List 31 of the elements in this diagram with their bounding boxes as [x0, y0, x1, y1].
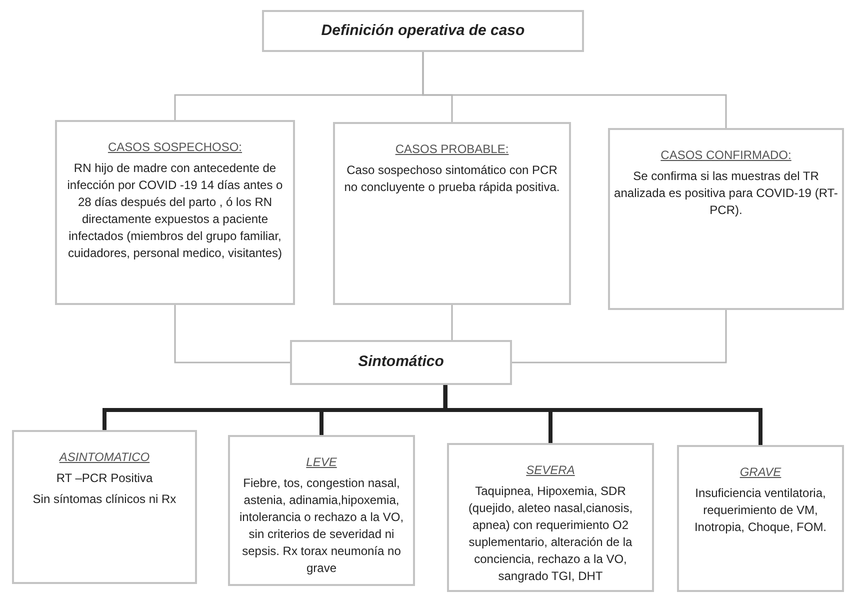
connector-line — [451, 305, 453, 340]
category-box — [12, 430, 197, 584]
category-title: GRAVE — [740, 464, 782, 481]
category-box — [228, 435, 415, 586]
heading-text: Definición operativa de caso — [321, 20, 525, 41]
connector-line — [422, 52, 727, 128]
heading-box — [262, 10, 584, 52]
category-description: Fiebre, tos, congestion nasal, astenia, adinamia,hipoxemia, intolerancia o rechazo a la VO, sin criterios de severidad ni sepsis. Rx torax neumonía no grave — [238, 475, 405, 577]
category-box — [677, 445, 844, 592]
category-description: Se confirma si las muestras del TR analizada es positiva para COVID-19 (RT-PCR). — [614, 168, 838, 219]
category-description: Insuficiencia ventilatoria, requerimiento de VM, Inotropia, Choque, FOM. — [693, 485, 828, 536]
heading-box — [290, 340, 512, 385]
category-box — [55, 120, 295, 305]
category-description: Taquipnea, Hipoxemia, SDR (quejido, aleteo nasal,cianosis, apnea) con requerimiento O2 suplementario, alteración de la conciencia, rechazo a la VO, sangrado TGI, DHT — [467, 483, 634, 585]
category-description: Caso sospechoso sintomático con PCR no concluyente o prueba rápida positiva. — [343, 162, 561, 196]
heading-text: Sintomático — [358, 352, 444, 372]
category-title: CASOS SOSPECHOSO: — [108, 139, 242, 156]
category-title: LEVE — [306, 454, 337, 471]
category-title: SEVERA — [526, 462, 575, 479]
category-box — [447, 443, 654, 592]
connector-line — [512, 310, 727, 364]
connector-line — [174, 305, 290, 364]
category-title: CASOS PROBABLE: — [395, 141, 509, 158]
category-box — [608, 128, 844, 310]
category-description: Sin síntomas clínicos ni Rx — [32, 491, 176, 508]
category-title: ASINTOMATICO — [59, 449, 150, 466]
category-description: RN hijo de madre con antecedente de infección por COVID -19 14 días antes o 28 días después del parto , ó los RN directamente expuestos a paciente infectados (miembros del grupo familiar, cuidadores, personal medico, visitantes) — [66, 160, 284, 262]
category-description: RT –PCR Positiva — [56, 470, 153, 487]
category-box — [333, 122, 571, 305]
category-title: CASOS CONFIRMADO: — [660, 147, 792, 164]
connector-line — [443, 385, 762, 445]
